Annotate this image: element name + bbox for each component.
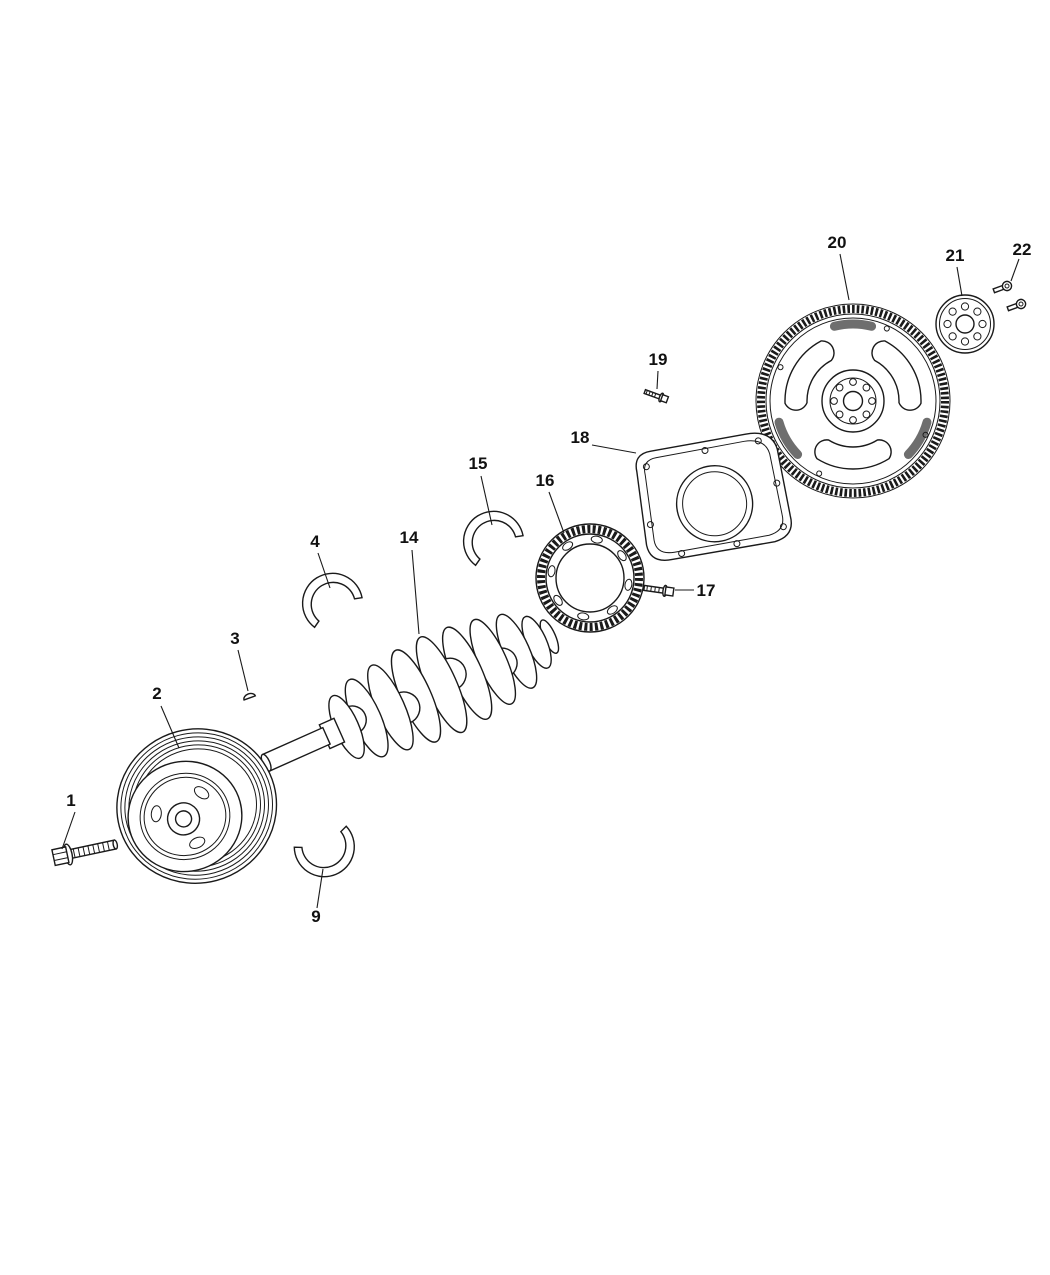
crankshaft-key-icon [243,692,257,701]
callout-21-leader [956,266,963,297]
callout-1-leader [61,811,76,850]
callout-label-1: 1 [66,791,75,810]
leader-lines [61,253,1020,909]
main-bearing-upper [462,510,524,567]
callout-label-9: 9 [311,907,320,926]
callout-18-leader [591,444,637,454]
callout-3-leader [237,649,249,692]
damper-bolt-icon [51,839,119,867]
callout-9-leader [316,868,324,909]
spacer-plate [935,294,995,354]
callout-4-leader [317,552,331,589]
crankshaft [260,613,560,772]
callout-2-leader [160,705,180,749]
tone-wheel-bolt-icon [643,584,675,597]
callout-label-4: 4 [310,532,320,551]
callout-label-18: 18 [571,428,590,447]
main-bearing-lower [293,825,355,878]
callout-label-19: 19 [649,350,668,369]
callout-label-17: 17 [697,581,716,600]
flexplate [755,303,951,499]
callout-label-3: 3 [230,629,239,648]
rear-seal-retainer [635,432,792,561]
callout-label-21: 21 [946,246,965,265]
callout-16-leader [548,491,565,534]
weld-lug-icon [774,319,932,459]
callout-22-leader [1010,258,1020,282]
crankshaft-damper [116,728,278,884]
callout-14-leader [411,549,420,635]
callout-label-20: 20 [828,233,847,252]
callout-label-16: 16 [536,471,555,490]
callout-15-leader [480,475,493,526]
callout-label-14: 14 [400,528,419,547]
callout-20-leader [839,253,850,301]
callout-19-leader [656,370,659,390]
converter-bolt-icon [1006,298,1027,312]
converter-bolt-icon [992,280,1013,294]
retainer-bolt-icon [643,388,670,404]
tone-wheel [535,523,645,633]
main-bearing-upper [301,572,363,629]
callout-label-15: 15 [469,454,488,473]
callout-label-2: 2 [152,684,161,703]
callout-labels: 1 2 3 4 9 14 15 16 17 18 19 20 21 22 [66,233,1031,926]
callout-label-22: 22 [1013,240,1032,259]
